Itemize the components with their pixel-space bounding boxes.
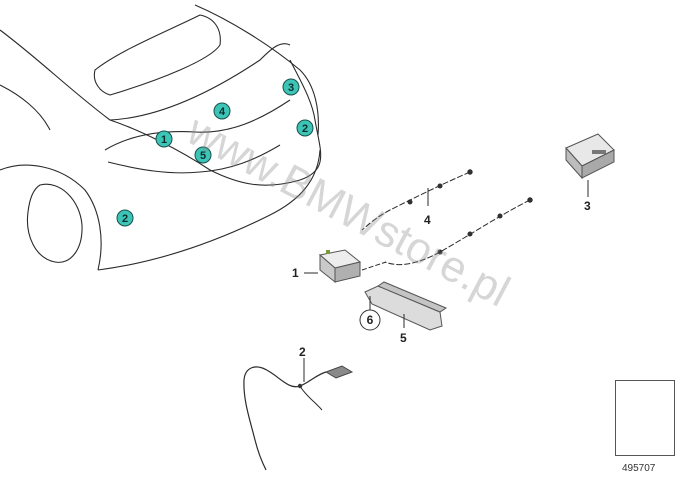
callout-2[interactable]: 2	[299, 345, 306, 359]
vehicle-marker-5[interactable]: 5	[194, 146, 212, 164]
svg-text:2: 2	[302, 123, 308, 135]
svg-text:4: 4	[219, 106, 226, 118]
legend-box	[615, 380, 675, 456]
watermark: www.BMWstore.pl	[178, 105, 517, 316]
diagram-reference-number: 495707	[622, 463, 656, 474]
callout-3[interactable]: 3	[584, 199, 591, 213]
vehicle-marker-3[interactable]: 3	[282, 78, 300, 96]
vehicle-marker-1[interactable]: 1	[155, 130, 173, 148]
vehicle-outline	[0, 4, 322, 271]
svg-text:5: 5	[200, 150, 206, 162]
part-2-cable[interactable]	[243, 365, 354, 471]
svg-text:6: 6	[367, 313, 374, 327]
connector-1	[361, 261, 387, 271]
part-4-harness[interactable]	[361, 169, 533, 266]
callout-5[interactable]: 5	[400, 331, 407, 345]
part-3-module[interactable]	[565, 133, 615, 180]
part-1-module[interactable]	[318, 249, 362, 284]
vehicle-marker-4[interactable]: 4	[213, 102, 231, 120]
svg-text:2: 2	[122, 213, 128, 225]
vehicle-marker-2-bumper[interactable]: 2	[116, 209, 134, 227]
vehicle-marker-2-rear[interactable]: 2	[296, 119, 314, 137]
callout-4[interactable]: 4	[424, 213, 431, 227]
svg-text:3: 3	[288, 82, 294, 94]
svg-text:1: 1	[161, 134, 167, 146]
callout-1[interactable]: 1	[292, 266, 299, 280]
callout-6-circle[interactable]: 6	[359, 309, 381, 331]
part-5-bracket[interactable]	[364, 281, 448, 331]
